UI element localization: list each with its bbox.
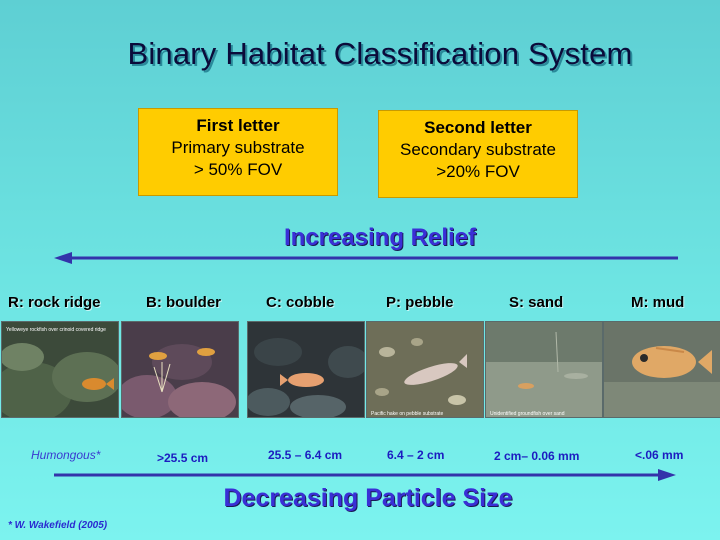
size-rock-ridge: Humongous* (31, 448, 101, 462)
photo-rock-ridge: Yelloweye rockfish over crinoid covered … (1, 321, 119, 418)
second-letter-line2: >20% FOV (436, 162, 520, 181)
first-letter-line1: Primary substrate (171, 138, 305, 157)
second-letter-heading: Second letter (424, 118, 532, 137)
habitat-label-cobble: C: cobble (266, 294, 335, 311)
footnote: * W. Wakefield (2005) (8, 520, 108, 531)
photo-boulder (121, 321, 239, 418)
habitat-label-sand: S: sand (509, 294, 564, 311)
habitat-label-pebble: P: pebble (386, 294, 454, 311)
photo-caption-sand: Unidentified groundfish over sand (490, 411, 565, 417)
first-letter-box: First letter Primary substrate > 50% FOV (138, 108, 338, 196)
second-letter-box: Second letter Secondary substrate >20% F… (378, 110, 578, 198)
size-mud: <.06 mm (635, 448, 684, 462)
slide-title: Binary Habitat Classification System (127, 36, 633, 71)
habitat-label-boulder: B: boulder (146, 294, 221, 311)
habitat-label-mud: M: mud (631, 294, 685, 311)
habitat-label-rock-ridge: R: rock ridge (8, 294, 101, 311)
increasing-relief-label: Increasing Relief (283, 224, 477, 251)
first-letter-heading: First letter (196, 116, 280, 135)
photo-pebble: Pacific hake on pebble substrate (366, 321, 484, 418)
photo-caption-pebble: Pacific hake on pebble substrate (371, 411, 443, 417)
photo-cobble (247, 321, 365, 418)
photo-sand: Unidentified groundfish over sand (485, 321, 603, 418)
size-pebble: 6.4 – 2 cm (387, 448, 445, 462)
photo-mud (603, 321, 720, 418)
size-cobble: 25.5 – 6.4 cm (268, 448, 343, 462)
particle-size-arrow-icon (54, 469, 676, 481)
decreasing-particle-size-label: Decreasing Particle Size (223, 484, 513, 512)
size-boulder: >25.5 cm (157, 451, 209, 465)
photo-caption-rock-ridge: Yelloweye rockfish over crinoid covered … (6, 327, 106, 333)
second-letter-line1: Secondary substrate (400, 140, 556, 159)
first-letter-line2: > 50% FOV (193, 160, 283, 179)
relief-arrow-icon (54, 252, 678, 264)
size-sand: 2 cm– 0.06 mm (494, 449, 580, 463)
